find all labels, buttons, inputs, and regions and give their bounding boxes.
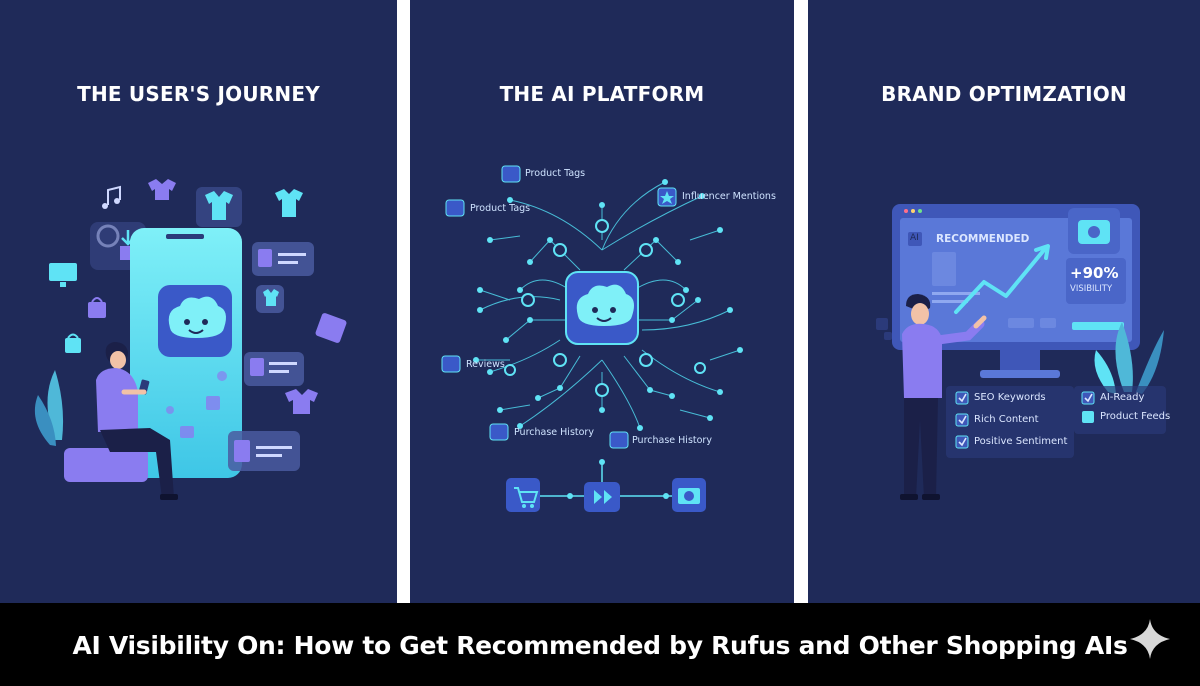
journey-illustration [34,179,347,500]
checklist-item-positive-sentiment: Positive Sentiment [974,436,1068,447]
brand-illustration [876,204,1166,500]
checklist-item-seo-keywords: SEO Keywords [974,392,1046,403]
tshirt-icon [205,191,233,220]
stat-value: +90% [1070,264,1119,282]
panel-title-platform: THE AI PLATFORM [499,82,705,106]
person-with-phone [96,342,178,500]
person-pointing [900,294,987,500]
tag-icon [445,199,465,217]
music-note-icon [102,185,121,209]
divider [397,0,410,603]
tshirt-icon [275,189,303,217]
cart-icon [506,478,540,512]
panel-title-journey: THE USER'S JOURNEY [77,82,320,106]
banner-title: AI Visibility On: How to Get Recommended… [72,631,1128,660]
checkbox-checked [955,391,969,405]
checklist-item-product-feeds: Product Feeds [1100,411,1171,422]
checkbox-checked [955,413,969,427]
checkbox-checked [1081,391,1095,405]
checklist-item-ai-ready: AI-Ready [1100,392,1145,403]
monitor-icon [49,263,77,287]
label-purchase-history: Purchase History [632,435,712,446]
shopping-bag-icon [65,333,81,353]
label-product-tags: Product Tags [525,168,586,179]
title-banner: AI Visibility On: How to Get Recommended… [0,603,1200,686]
screen-recommended-label: RECOMMENDED [936,233,1030,245]
neural-network-illustration [441,165,743,512]
history-icon [609,431,629,449]
tag-icon [501,165,521,183]
panel-title-brand: BRAND OPTIMZATION [881,82,1127,106]
label-purchase-history: Purchase History [514,427,594,438]
label-reviews: Reviews [466,359,505,370]
shopping-bag-icon [315,313,347,343]
panel-brand-optimization: BRAND OPTIMZATION [808,0,1200,603]
label-influencer-mentions: Influencer Mentions [682,191,776,202]
panel-ai-platform: THE AI PLATFORM [410,0,794,603]
ai-badge: AI [910,233,919,243]
checklist-item-rich-content: Rich Content [974,414,1039,425]
label-product-tags: Product Tags [470,203,531,214]
trend-arrow-icon [954,248,1046,314]
sparkle-icon [1130,619,1170,659]
checkbox-checked [955,435,969,449]
divider [794,0,808,603]
checkbox-filled [1082,411,1094,423]
shopping-bag-icon [88,297,106,318]
panel-users-journey: THE USER'S JOURNEY [0,0,397,603]
stat-label: VISIBILITY [1070,284,1113,294]
tshirt-icon [148,179,176,200]
history-icon [489,423,509,441]
reviews-icon [441,355,461,373]
